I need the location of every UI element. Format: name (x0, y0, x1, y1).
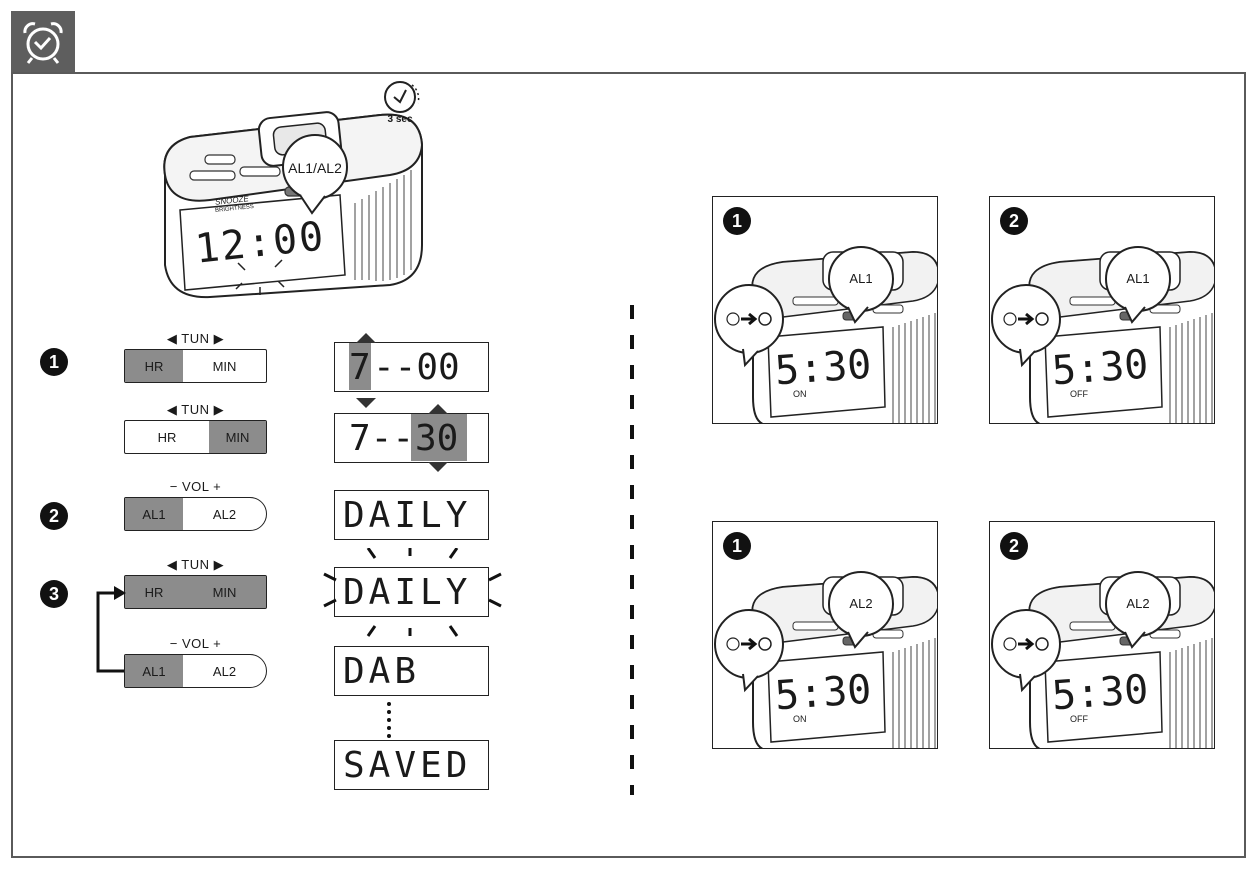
step-3-marker: 3 (40, 580, 68, 608)
lcd-text: SAVED (343, 745, 472, 786)
tun-strip: HR MIN (124, 349, 267, 383)
panel-clock-illustration (714, 571, 937, 748)
vol-strip: AL1 AL2 (124, 654, 267, 688)
step-2-marker: 2 (40, 502, 68, 530)
adjust-arrows-icon (428, 404, 448, 472)
panel-callout-label: AL2 (1126, 596, 1150, 611)
panel-status: OFF (1070, 714, 1088, 724)
panel-step-marker: 1 (723, 532, 751, 560)
lcd-saved: SAVED (334, 740, 489, 790)
loop-arrow-icon (96, 586, 126, 673)
lcd-daily: DAILY (334, 490, 489, 540)
vol-strip: AL1 AL2 (124, 497, 267, 531)
panel-clock-illustration (714, 246, 937, 423)
adjust-arrows-icon (356, 333, 376, 408)
tun-strip: HR MIN (124, 575, 267, 609)
lcd-daily-flashing: DAILY (334, 567, 489, 617)
min-button[interactable]: MIN (183, 576, 266, 608)
panel-display-time: 5:30 (1050, 666, 1150, 720)
hr-button[interactable]: HR (125, 576, 183, 608)
timer-label: 3 sec (387, 114, 413, 125)
panel-callout-label: AL1 (1126, 271, 1150, 286)
panel-clock-illustration (991, 246, 1214, 423)
alarm-panel: 2 AL1 5:30 OFF (989, 196, 1215, 424)
panel-clock-illustration (991, 571, 1214, 748)
al2-button[interactable]: AL2 (212, 506, 237, 522)
alarm-panel: 1 AL2 5:30 ON (712, 521, 938, 749)
lcd-set-hour: 7 --00 (334, 342, 489, 392)
minute-highlight (411, 414, 467, 461)
hr-button[interactable]: HR (157, 429, 177, 445)
panel-display-time: 5:30 (773, 666, 873, 720)
lcd-min: 30 (415, 418, 459, 459)
panel-callout-label: AL2 (849, 596, 873, 611)
lcd-dab: DAB (334, 646, 489, 696)
alarm-panel: 1 AL1 5:30 ON (712, 196, 938, 424)
step-1-marker: 1 (40, 348, 68, 376)
section-divider (630, 305, 634, 795)
lcd-text: DAILY (343, 572, 472, 613)
panel-status: OFF (1070, 389, 1088, 399)
panel-step-marker: 1 (723, 207, 751, 235)
al2-button[interactable]: AL2 (212, 663, 237, 679)
al1-button[interactable]: AL1 (125, 655, 183, 687)
clock-radio-illustration (163, 81, 424, 299)
vol-label: − VOL + (169, 479, 222, 494)
tun-label: ◀ TUN ▶ (166, 402, 225, 417)
hr-button[interactable]: HR (125, 350, 183, 382)
panel-step-marker: 2 (1000, 532, 1028, 560)
hour-highlight (349, 343, 371, 390)
panel-status: ON (793, 714, 807, 724)
tun-label: ◀ TUN ▶ (166, 331, 225, 346)
lcd-text: DAB (343, 651, 421, 692)
alarm-clock-icon (23, 22, 63, 64)
panel-display-time: 5:30 (773, 341, 873, 395)
panel-step-marker: 2 (1000, 207, 1028, 235)
lcd-text: DAILY (343, 495, 472, 536)
min-button[interactable]: MIN (209, 421, 266, 453)
flash-rays-icon (323, 548, 502, 637)
lcd-hour: 7-- (349, 418, 415, 459)
tun-label: ◀ TUN ▶ (166, 557, 225, 572)
min-button[interactable]: MIN (212, 358, 237, 374)
alarm-panel: 2 AL2 5:30 OFF (989, 521, 1215, 749)
lcd-set-minute: 7-- 30 (334, 413, 489, 463)
header-tab (11, 11, 75, 73)
panel-display-time: 5:30 (1050, 341, 1150, 395)
ellipsis-vertical-icon (387, 702, 391, 738)
tun-strip: HR MIN (124, 420, 267, 454)
content-frame (11, 72, 1246, 858)
al1-button[interactable]: AL1 (125, 498, 183, 530)
panel-callout-label: AL1 (849, 271, 873, 286)
panel-status: ON (793, 389, 807, 399)
device-callout-label: AL1/AL2 (288, 160, 342, 176)
lcd-hour: 7 (349, 347, 371, 388)
vol-label: − VOL + (169, 636, 222, 651)
lcd-min: --00 (373, 347, 460, 388)
